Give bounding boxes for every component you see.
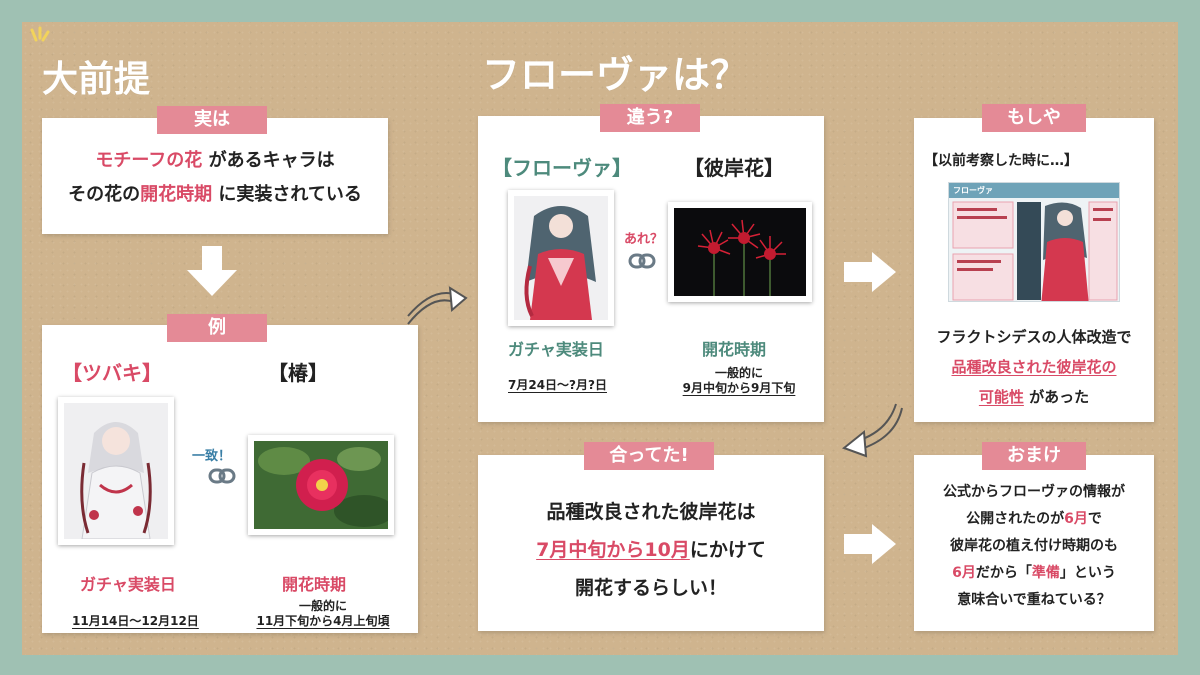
link-icon-2 [628,250,656,272]
tag-jitsuha: 実は [157,106,267,134]
tsubaki-char-title: 【ツバキ】 [62,357,162,386]
moshiya-subtitle: 【以前考察した時に…】 [924,150,1078,170]
tsubaki-gacha-caption: ガチャ実装日 [80,571,176,595]
tag-moshiya: もしや [982,104,1086,132]
moshiya-text: フラクトシデスの人体改造で 品種改良された彼岸花の 可能性 があった [914,322,1154,412]
box-omake: 公式からフローヴァの情報が 公開されたのが6月で 彼岸花の植え付け時期のも 6月… [914,455,1154,631]
right-arrow-icon-2 [842,522,898,566]
atteta-line3: 開花するらしい！ [478,569,824,607]
atteta-line2-b: にかけて [690,539,766,561]
jitsuha-line2-a: その花の [68,184,140,205]
omake-line4-b: だから「 [976,565,1032,581]
box-atteta: 品種改良された彼岸花は 7月中旬から10月にかけて 開花するらしい！ [478,455,824,631]
omake-line1: 公式からフローヴァの情報が [914,479,1154,506]
tag-omake: おまけ [982,442,1086,470]
tsubaki-bloom-note: 一般的に 11月下旬から4月上旬頃 [238,599,408,629]
omake-line2-c: で [1088,511,1102,527]
main-title: フローヴァは？ [482,44,748,99]
omake-line4-d: 」という [1060,565,1116,581]
box-jitsuha: モチーフの花 があるキャラは その花の開花時期 に実装されている [42,118,388,234]
bloom-period-text: 開花時期 [140,184,212,205]
tsubaki-bloom-note2: 11月下旬から4月上旬頃 [238,614,408,629]
higanbana-bloom-note2: 9月中旬から9月下旬 [664,381,814,396]
moshiya-line3-b: があった [1024,388,1089,406]
omake-line3: 彼岸花の植え付け時期のも [914,533,1154,560]
atteta-line2-a: 7月中旬から10月 [536,539,690,561]
tsubaki-bloom-caption: 開花時期 [282,571,346,595]
higanbana-photo [668,202,812,302]
curved-arrow-icon [402,284,472,332]
flova-char-title: 【フローヴァ】 [492,152,632,181]
omake-line4-a: 6月 [952,565,976,581]
board: 大前提 フローヴァは？ モチーフの花 があるキャラは その花の開花時期 に実装さ… [22,22,1178,655]
tsubaki-flower-title: 【椿】 [268,357,328,386]
box-chigau: 【フローヴァ】 【彼岸花】 あれ？ [478,116,824,422]
omake-line5: 意味合いで重ねている？ [914,587,1154,614]
omake-text: 公式からフローヴァの情報が 公開されたのが6月で 彼岸花の植え付け時期のも 6月… [914,479,1154,614]
jitsuha-line2: その花の開花時期 に実装されている [42,178,388,212]
jitsuha-line1-rest: があるキャラは [202,150,334,171]
link-icon [208,465,236,487]
jitsuha-line1: モチーフの花 があるキャラは [42,144,388,178]
moshiya-line3-a: 可能性 [979,388,1024,406]
premise-title: 大前提 [42,50,150,102]
tsubaki-gacha-date: 11月14日〜12月12日 [72,612,199,629]
higanbana-bloom-note1: 一般的に [664,366,814,381]
tag-chigau: 違う? [600,104,700,132]
omake-line4-c: 準備 [1032,565,1060,581]
higanbana-bloom-caption: 開花時期 [702,336,766,360]
right-arrow-icon [842,250,898,294]
box-moshiya: 【以前考察した時に…】 フローヴァ フラクトシデスの人体改造で 品種改良された彼… [914,118,1154,422]
match-label: 一致！ [192,445,231,464]
atteta-text: 品種改良された彼岸花は 7月中旬から10月にかけて 開花するらしい！ [478,493,824,607]
moshiya-line2: 品種改良された彼岸花の [914,352,1154,382]
higanbana-title: 【彼岸花】 [684,152,784,181]
previous-analysis-thumbnail: フローヴァ [948,182,1120,302]
tsubaki-character-image [58,397,174,545]
question-label: あれ？ [624,228,663,247]
camellia-photo [248,435,394,535]
motif-flower-text: モチーフの花 [95,150,202,171]
thumbnail-title: フローヴァ [949,183,1119,198]
curved-arrow-icon-2 [838,400,904,460]
higanbana-bloom-note: 一般的に 9月中旬から9月下旬 [664,366,814,396]
omake-line2-b: 6月 [1064,511,1088,527]
box-rei: 【ツバキ】 【椿】 一致！ [42,325,418,633]
flova-gacha-date: 7月24日〜?月?日 [508,376,607,393]
atteta-line1: 品種改良された彼岸花は [478,493,824,531]
jitsuha-line2-c: に実装されている [212,184,362,205]
flova-gacha-caption: ガチャ実装日 [508,336,604,360]
tag-atteta: 合ってた! [584,442,714,470]
flova-character-image [508,190,614,326]
omake-line2-a: 公開されたのが [966,511,1064,527]
moshiya-line1: フラクトシデスの人体改造で [914,322,1154,352]
down-arrow-icon [185,244,239,298]
tsubaki-bloom-note1: 一般的に [238,599,408,614]
tag-rei: 例 [167,314,267,342]
